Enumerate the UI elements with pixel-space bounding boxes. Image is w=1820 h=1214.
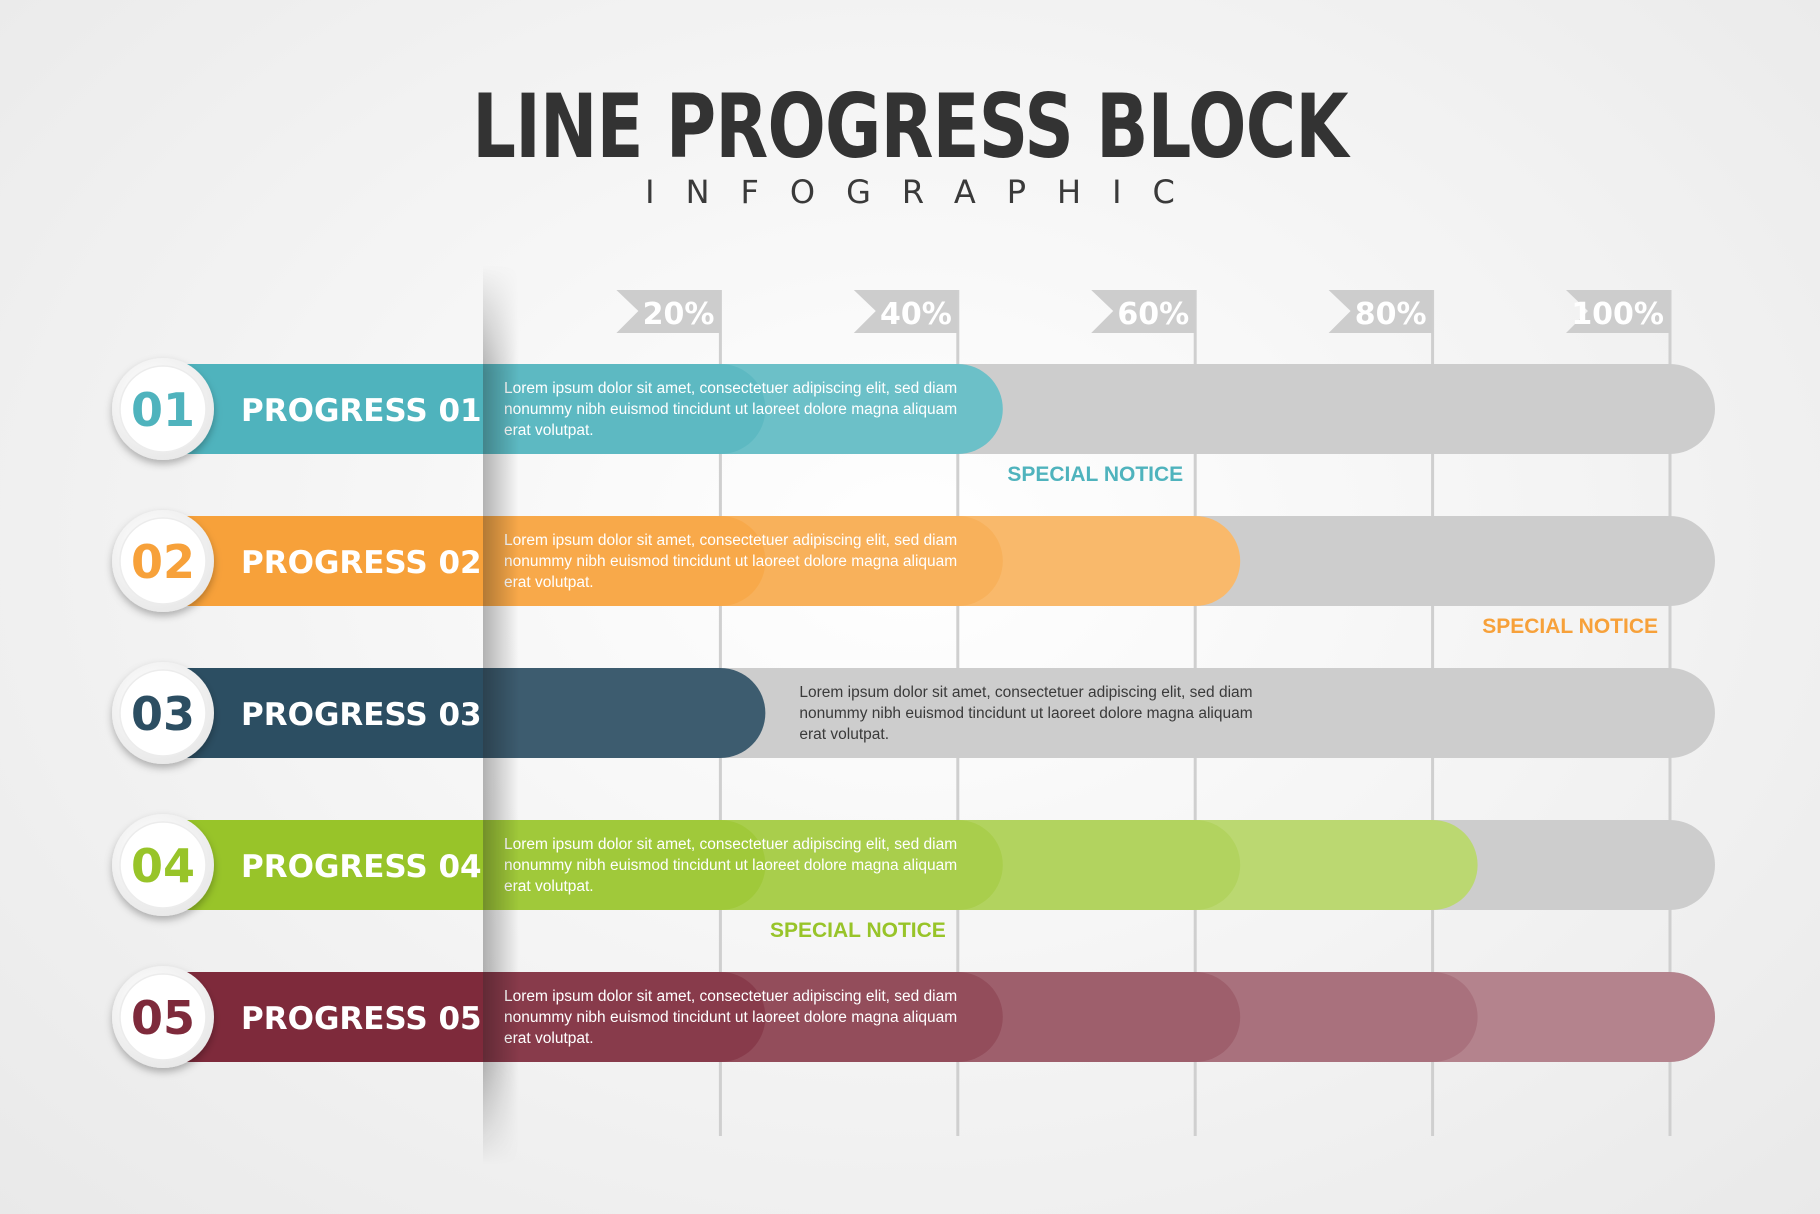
tick-flag [1091,290,1196,333]
row-label: PROGRESS 01 [241,393,482,429]
progress-label-band [175,364,483,454]
special-notice: SPECIAL NOTICE [1482,615,1658,638]
description-line: Lorem ipsum dolor sit amet, consectetuer… [504,380,957,397]
row-label: PROGRESS 02 [241,545,482,581]
tick-flag [1566,290,1670,333]
progress-label-band [175,668,483,758]
row-number: 04 [131,839,195,893]
number-circle-inner [119,821,207,909]
description-line: erat volutpat. [504,574,594,591]
tick-label: 60% [1117,297,1189,332]
row-number-badge: 03 [112,662,214,764]
row-number: 02 [131,535,195,589]
row-number-badge: 04 [112,814,214,916]
description-line: Lorem ipsum dolor sit amet, consectetuer… [504,836,957,853]
description-line: erat volutpat. [504,1030,594,1047]
description-line: erat volutpat. [504,878,594,895]
row-description: Lorem ipsum dolor sit amet, consectetuer… [504,988,957,1047]
page-title: LINE PROGRESS BLOCK [472,75,1348,178]
row-label: PROGRESS 03 [241,697,482,733]
tick-label: 80% [1355,297,1427,332]
description-line: Lorem ipsum dolor sit amet, consectetuer… [504,988,957,1005]
row-description: Lorem ipsum dolor sit amet, consectetuer… [504,836,957,895]
row-number-badge: 02 [112,510,214,612]
description-line: nonummy nibh euismod tincidunt ut laoree… [504,857,957,874]
number-circle-inner [119,517,207,605]
row-number: 03 [131,687,195,741]
row-description: Lorem ipsum dolor sit amet, consectetuer… [504,380,957,439]
tick-flag [853,290,958,333]
row-number: 05 [131,991,195,1045]
progress-label-band [175,820,483,910]
tick-label: 100% [1571,297,1664,332]
row-number: 01 [131,383,195,437]
special-notice: SPECIAL NOTICE [1007,463,1183,486]
special-notice: SPECIAL NOTICE [770,919,946,942]
description-line: Lorem ipsum dolor sit amet, consectetuer… [504,532,957,549]
description-line: erat volutpat. [504,422,594,439]
tick-label: 40% [880,297,952,332]
description-line: nonummy nibh euismod tincidunt ut laoree… [504,401,957,418]
tick-label: 20% [643,297,715,332]
row-description: Lorem ipsum dolor sit amet, consectetuer… [799,684,1252,743]
row-description: Lorem ipsum dolor sit amet, consectetuer… [504,532,957,591]
number-circle-inner [119,973,207,1061]
progress-label-band [175,972,483,1062]
description-line: nonummy nibh euismod tincidunt ut laoree… [504,553,957,570]
tick-flag [616,290,721,333]
row-label: PROGRESS 04 [241,849,482,885]
axis-shadow [483,265,519,1165]
tick-flag [1328,290,1433,333]
description-line: nonummy nibh euismod tincidunt ut laoree… [504,1009,957,1026]
progress-label-band [175,516,483,606]
description-line: Lorem ipsum dolor sit amet, consectetuer… [799,684,1252,701]
row-label: PROGRESS 05 [241,1001,482,1037]
description-line: erat volutpat. [799,726,889,743]
description-line: nonummy nibh euismod tincidunt ut laoree… [799,705,1252,722]
number-circle-inner [119,669,207,757]
number-circle-inner [119,365,207,453]
row-number-badge: 05 [112,966,214,1068]
page-subtitle: INFOGRAPHIC [645,173,1206,211]
row-number-badge: 01 [112,358,214,460]
